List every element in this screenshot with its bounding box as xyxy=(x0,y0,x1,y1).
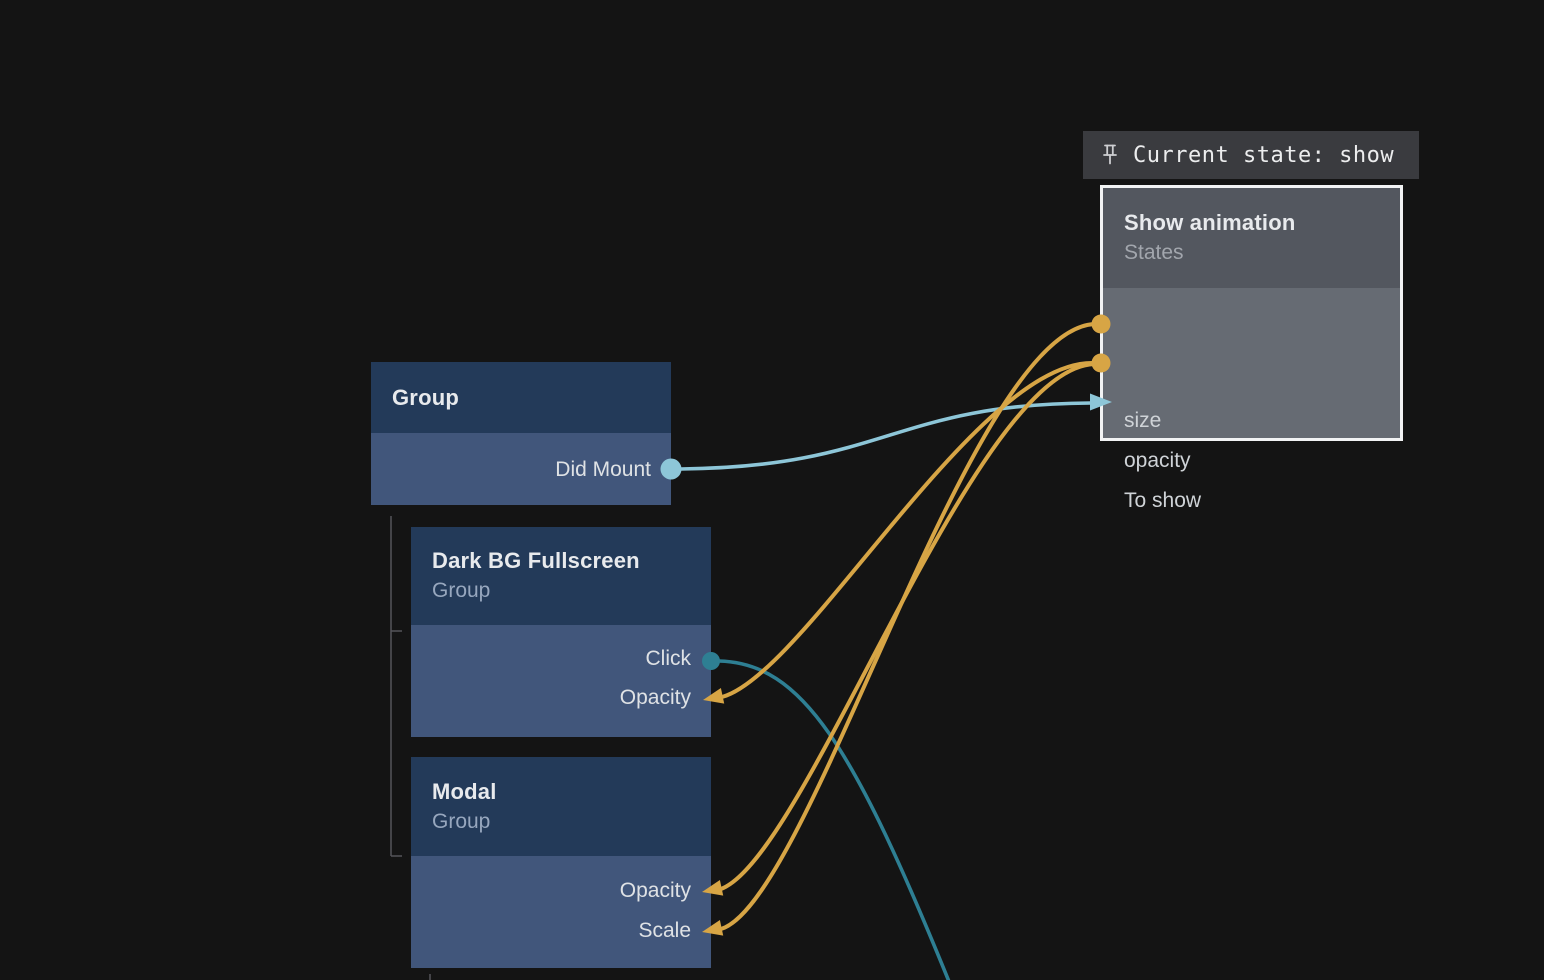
current-state-badge[interactable]: Current state: show xyxy=(1083,131,1419,179)
node-modal[interactable]: Modal Group Opacity Scale xyxy=(411,757,711,968)
port-size[interactable]: size xyxy=(1124,409,1162,432)
node-show-animation[interactable]: Show animation States size opacity To sh… xyxy=(1100,185,1403,512)
node-subtitle: States xyxy=(1124,241,1184,264)
edge-click-offscreen[interactable] xyxy=(717,659,951,980)
port-opacity[interactable]: opacity xyxy=(1124,449,1191,472)
node-dark-bg-fullscreen[interactable]: Dark BG Fullscreen Group Click Opacity xyxy=(411,527,711,737)
node-body: Did Mount xyxy=(371,433,671,505)
node-subtitle: Group xyxy=(432,579,491,602)
node-subtitle: Group xyxy=(432,809,491,833)
node-title: Dark BG Fullscreen xyxy=(432,548,640,573)
node-header: Modal Group xyxy=(411,757,711,856)
edge-size-modal-scale[interactable] xyxy=(719,322,1096,931)
node-body: Opacity Scale xyxy=(411,856,711,968)
node-body: size opacity To show xyxy=(1103,288,1400,512)
node-header: Dark BG Fullscreen Group xyxy=(411,527,711,625)
port-click[interactable]: Click xyxy=(645,647,692,670)
node-title: Modal xyxy=(432,778,497,804)
node-title: Show animation xyxy=(1124,210,1296,235)
port-scale[interactable]: Scale xyxy=(638,919,691,942)
port-opacity[interactable]: Opacity xyxy=(619,879,691,902)
port-did-mount[interactable]: Did Mount xyxy=(555,458,651,481)
node-body: Click Opacity xyxy=(411,625,711,737)
edge-didmount-to-show[interactable] xyxy=(679,401,1093,471)
pushpin-icon xyxy=(1103,144,1117,165)
node-title: Group xyxy=(392,384,459,410)
node-header: Group xyxy=(371,362,671,433)
node-group[interactable]: Group Did Mount xyxy=(371,362,671,505)
port-to-show[interactable]: To show xyxy=(1124,489,1202,512)
port-opacity[interactable]: Opacity xyxy=(619,686,691,709)
node-header: Show animation States xyxy=(1103,188,1400,288)
current-state-label: Current state: show xyxy=(1133,142,1395,168)
edge-opacity-modal-opacity[interactable] xyxy=(719,362,1096,891)
edge-opacity-darkbg-opacity[interactable] xyxy=(720,360,1096,699)
